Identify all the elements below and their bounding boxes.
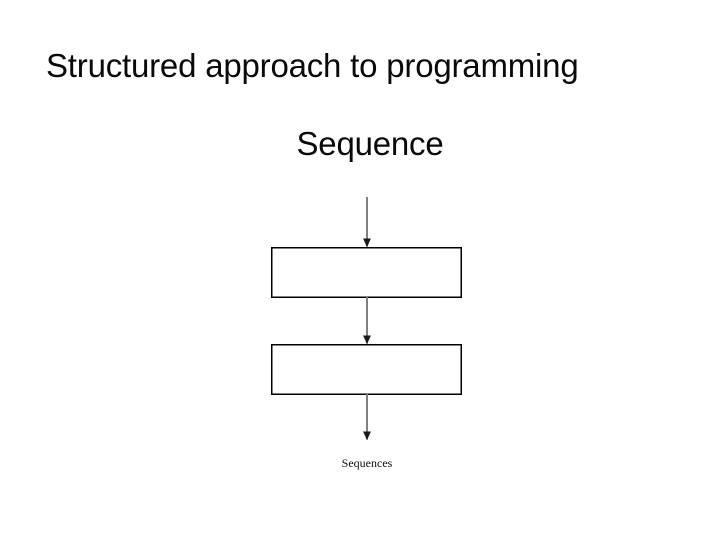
process-box-2[interactable]	[271, 344, 462, 395]
diagram-caption: Sequences	[341, 456, 393, 470]
slide-subtitle: Sequence	[296, 125, 444, 162]
page-title: Structured approach to programming	[46, 47, 579, 84]
process-box-1[interactable]	[271, 247, 462, 298]
